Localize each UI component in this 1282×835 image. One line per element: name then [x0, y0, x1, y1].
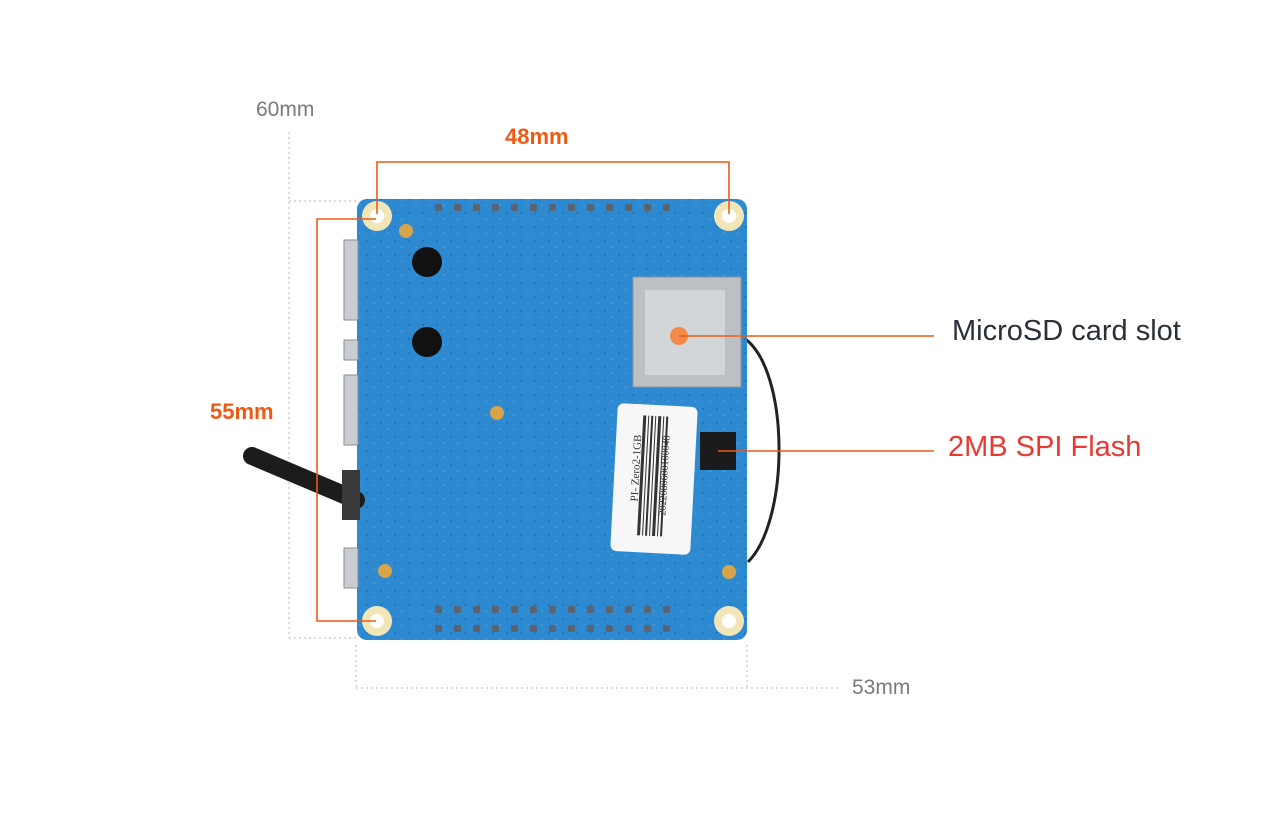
hole-spacing-vertical-label: 55mm	[210, 399, 274, 424]
header-pin	[492, 625, 499, 632]
header-pin	[511, 204, 518, 211]
header-pin	[473, 606, 480, 613]
header-pin	[644, 204, 651, 211]
header-pin	[530, 625, 537, 632]
header-pin	[625, 606, 632, 613]
header-pin	[587, 204, 594, 211]
header-pin	[663, 606, 670, 613]
gpio-header-top	[435, 204, 670, 211]
callout-leaders	[679, 335, 934, 452]
header-pin	[663, 625, 670, 632]
header-pin	[568, 204, 575, 211]
header-pin	[625, 204, 632, 211]
microsd-slot	[632, 276, 742, 388]
side-connectors	[343, 239, 359, 589]
header-pin	[606, 606, 613, 613]
mounting-holes	[362, 201, 744, 636]
header-pin	[587, 606, 594, 613]
header-pin	[454, 204, 461, 211]
header-pin	[606, 625, 613, 632]
header-pin	[435, 606, 442, 613]
header-pin	[644, 606, 651, 613]
header-pin	[473, 204, 480, 211]
overall-height-label: 60mm	[256, 98, 315, 121]
gray-dimension-guides	[288, 132, 838, 689]
header-pin	[511, 606, 518, 613]
header-pin	[549, 204, 556, 211]
header-pin	[587, 625, 594, 632]
header-pin	[454, 625, 461, 632]
overall-width-label: 53mm	[852, 676, 911, 699]
header-pin	[568, 606, 575, 613]
gpio-header-bottom	[435, 606, 670, 632]
black-pads	[412, 247, 442, 357]
header-pin	[530, 204, 537, 211]
header-pin	[511, 625, 518, 632]
spi-flash-callout: 2MB SPI Flash	[948, 431, 1142, 463]
header-pin	[663, 204, 670, 211]
header-pin	[625, 625, 632, 632]
header-pin	[549, 606, 556, 613]
copper-vias	[378, 224, 736, 579]
header-pin	[644, 625, 651, 632]
header-pin	[568, 625, 575, 632]
antenna-cable	[743, 336, 781, 564]
header-pin	[606, 204, 613, 211]
header-pin	[492, 606, 499, 613]
usb-cable	[243, 447, 365, 520]
header-pin	[435, 625, 442, 632]
header-pin	[530, 606, 537, 613]
header-pin	[435, 204, 442, 211]
barcode-sticker	[610, 403, 698, 555]
header-pin	[454, 606, 461, 613]
header-pin	[549, 625, 556, 632]
orange-dimension-brackets	[316, 161, 730, 622]
microsd-card-slot-callout: MicroSD card slot	[952, 315, 1181, 347]
hole-spacing-horizontal-label: 48mm	[505, 124, 569, 149]
header-pin	[473, 625, 480, 632]
header-pin	[492, 204, 499, 211]
